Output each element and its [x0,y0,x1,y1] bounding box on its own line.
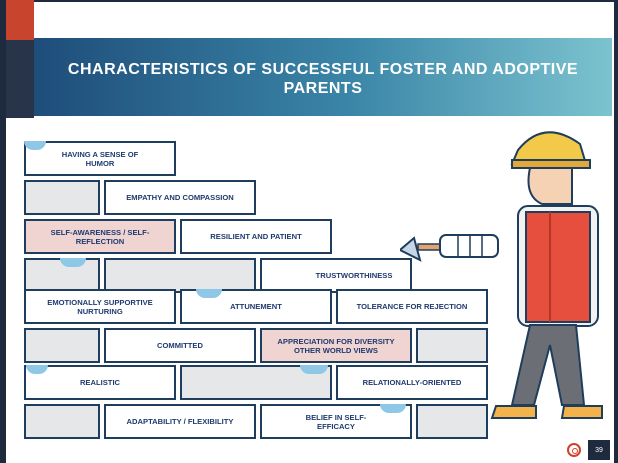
brick-label: ATTUNEMENT [230,302,282,311]
brick-label: HAVING A SENSE OF HUMOR [61,149,139,168]
brick-appreciation-diversity: APPRECIATION FOR DIVERSITY OTHER WORLD V… [260,328,412,363]
cloud-decoration [60,258,86,267]
organization-logo-icon [567,443,581,457]
brick-blank [416,404,488,439]
brick-emotionally-supportive: EMOTIONALLY SUPPORTIVE NURTURING [24,289,176,324]
brick-blank [104,258,256,293]
cloud-decoration [196,289,222,298]
brick-label: EMPATHY AND COMPASSION [126,193,234,202]
dark-corner-block [6,40,34,118]
brick-tolerance: TOLERANCE FOR REJECTION [336,289,488,324]
cloud-decoration [300,365,328,374]
brick-label: EMOTIONALLY SUPPORTIVE NURTURING [47,297,153,316]
brick-label: COMMITTED [157,341,203,350]
cloud-decoration [380,404,406,413]
brick-committed: COMMITTED [104,328,256,363]
brick-resilient: RESILIENT AND PATIENT [180,219,332,254]
brick-label: RESILIENT AND PATIENT [210,232,302,241]
title-banner [34,38,612,116]
trowel-icon [400,236,422,262]
cloud-decoration [24,141,46,150]
brick-label: ADAPTABILITY / FLEXIBILITY [126,417,234,426]
brick-blank [24,180,100,215]
brick-label: BELIEF IN SELF-EFFICACY [305,412,367,431]
brick-label: REALISTIC [79,378,121,387]
construction-worker-illustration [400,131,603,419]
brick-blank [416,328,488,363]
slide-title: CHARACTERISTICS OF SUCCESSFUL FOSTER AND… [67,61,579,97]
slide-number: 39 [588,440,610,460]
brick-empathy: EMPATHY AND COMPASSION [104,180,256,215]
brick-blank [24,404,100,439]
cloud-decoration [26,365,48,374]
red-accent-block [6,0,34,40]
brick-realistic: REALISTIC [24,365,176,400]
brick-label: TOLERANCE FOR REJECTION [356,302,468,311]
brick-trustworthiness: TRUSTWORTHINESS [260,258,412,293]
brick-adaptability: ADAPTABILITY / FLEXIBILITY [104,404,256,439]
brick-label: SELF-AWARENESS / SELF-REFLECTION [50,227,150,246]
brick-label: TRUSTWORTHINESS [315,271,393,280]
brick-blank [24,328,100,363]
brick-label: RELATIONALLY-ORIENTED [362,378,462,387]
right-accent-bar [614,0,618,463]
left-accent-bar [0,0,6,463]
brick-humor: HAVING A SENSE OF HUMOR [24,141,176,176]
brick-relationally-oriented: RELATIONALLY-ORIENTED [336,365,488,400]
brick-self-awareness: SELF-AWARENESS / SELF-REFLECTION [24,219,176,254]
brick-label: APPRECIATION FOR DIVERSITY OTHER WORLD V… [277,336,395,355]
